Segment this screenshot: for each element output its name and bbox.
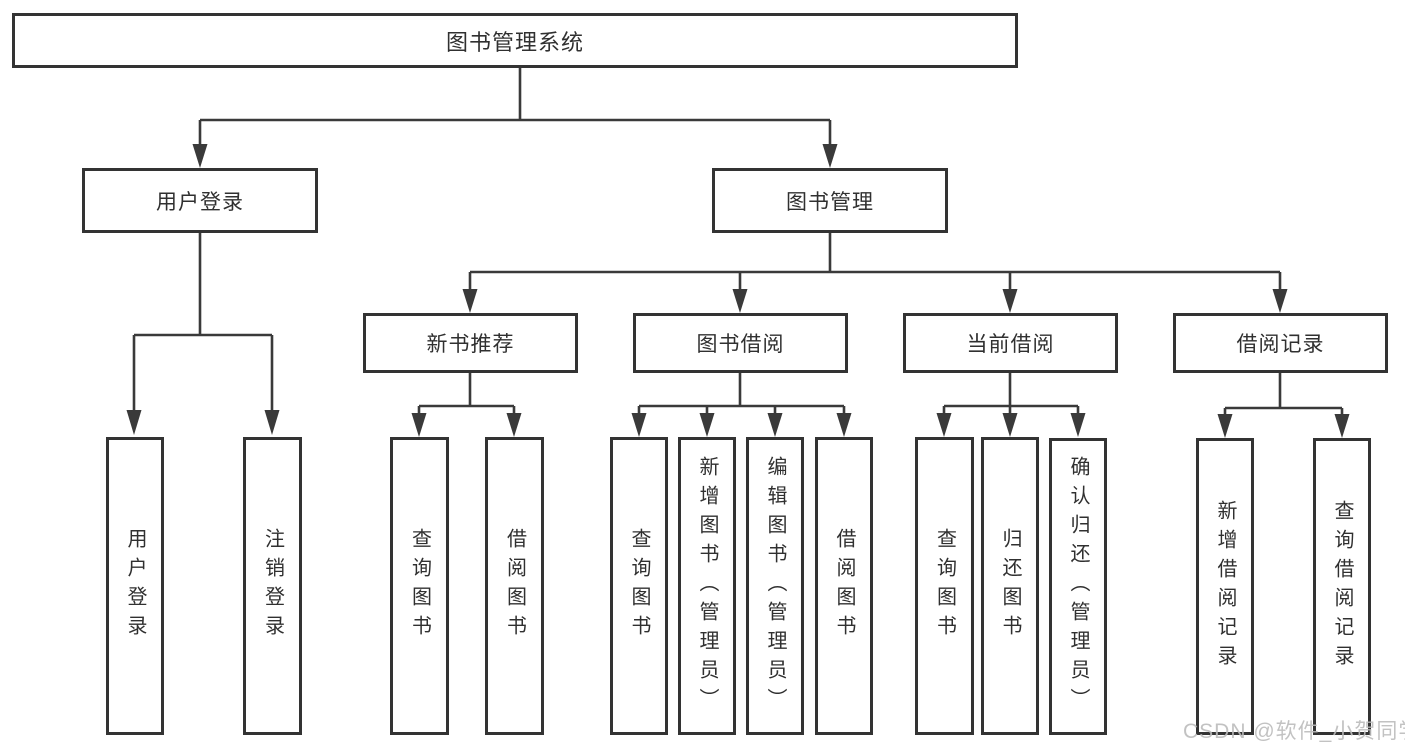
node-root-library-management-system: 图书管理系统 [12,13,1018,68]
node-book-borrowing: 图书借阅 [633,313,848,373]
leaf-query-books-recommend: 查询图书 [390,437,449,735]
node-label: 用户登录 [124,528,146,644]
connector-root [198,68,832,146]
node-label: 查询图书 [933,528,956,644]
node-user-login: 用户登录 [82,168,318,233]
leaf-add-borrow-record: 新增借阅记录 [1196,438,1254,735]
leaf-query-books-borrowing: 查询图书 [610,437,668,735]
leaf-borrow-books-recommend: 借阅图书 [485,437,544,735]
node-label: 注销登录 [261,528,284,644]
node-label: 确认归还（管理员） [1067,456,1089,717]
node-label: 归还图书 [999,528,1021,644]
node-label: 借阅图书 [503,528,526,644]
connector-book-borrowing [637,373,846,415]
node-label: 新书推荐 [426,333,515,356]
node-label: 查询图书 [408,528,431,644]
csdn-watermark: CSDN @软件_小贺同学 [1183,720,1405,743]
node-label: 图书借阅 [696,333,785,356]
node-current-borrowing: 当前借阅 [903,313,1118,373]
leaf-return-books: 归还图书 [981,437,1039,735]
node-label: 借阅图书 [833,528,855,644]
leaf-borrow-books: 借阅图书 [815,437,873,735]
node-label: 查询借阅记录 [1331,499,1353,674]
connector-user-login [132,233,274,412]
leaf-edit-books-admin: 编辑图书（管理员） [746,437,804,735]
leaf-query-borrow-record: 查询借阅记录 [1313,438,1371,735]
node-book-management: 图书管理 [712,168,948,233]
node-label: 借阅记录 [1236,333,1325,356]
node-label: 新增图书（管理员） [696,455,718,717]
connector-borrowing-records [1223,373,1344,416]
node-borrowing-records: 借阅记录 [1173,313,1388,373]
connector-book-management [468,233,1282,291]
node-label: 查询图书 [628,528,650,644]
leaf-query-books-current: 查询图书 [915,437,974,735]
node-label: 当前借阅 [966,333,1055,356]
leaf-confirm-return-admin: 确认归还（管理员） [1049,438,1107,735]
node-new-book-recommend: 新书推荐 [363,313,578,373]
node-label: 编辑图书（管理员） [764,455,786,717]
arrowheads [126,144,1350,438]
node-label: 新增借阅记录 [1214,499,1236,674]
leaf-user-login: 用户登录 [106,437,164,735]
connector-current-borrowing [942,373,1080,415]
node-label: 图书管理系统 [445,29,584,55]
leaf-add-books-admin: 新增图书（管理员） [678,437,736,735]
connector-new-book-recommend [417,373,516,415]
node-label: 用户登录 [156,190,244,214]
leaf-logout: 注销登录 [243,437,302,735]
node-label: 图书管理 [786,190,874,214]
